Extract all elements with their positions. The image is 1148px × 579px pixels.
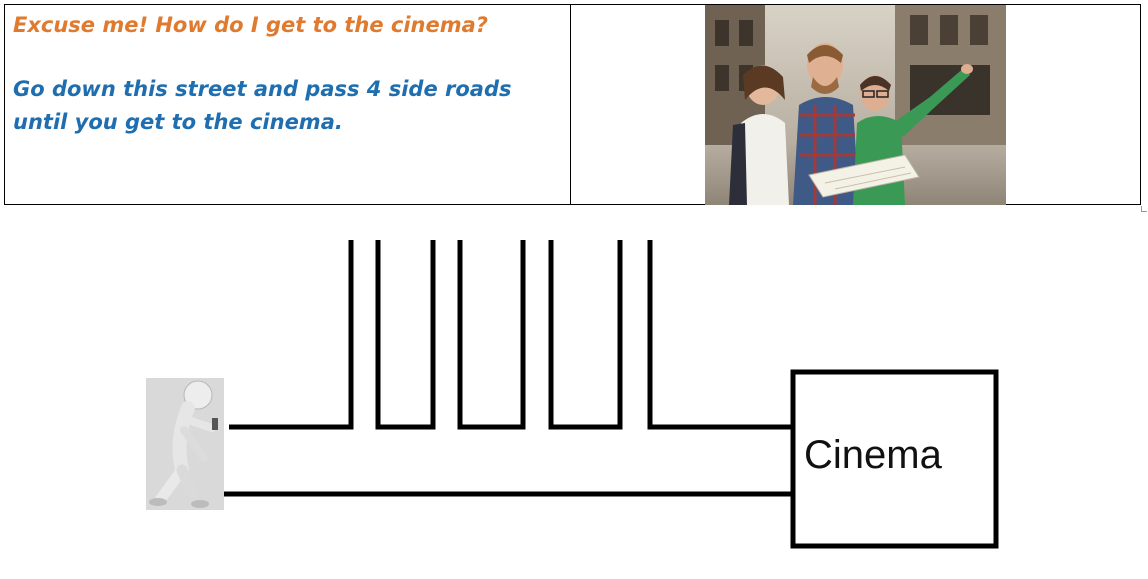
instruction-table: Excuse me! How do I get to the cinema? G… [4, 4, 1141, 205]
cinema-building [790, 369, 999, 549]
cinema-label: Cinema [804, 433, 942, 477]
main-road-upper-edge [229, 240, 792, 430]
dialogue-cell: Excuse me! How do I get to the cinema? G… [5, 5, 571, 204]
walking-person-with-phone-icon [146, 378, 224, 510]
answer-text: Go down this street and pass 4 side road… [13, 77, 512, 134]
tourists-with-map-photo [705, 5, 1006, 205]
question-text: Excuse me! How do I get to the cinema? [13, 13, 488, 37]
photo-cell [571, 5, 1140, 205]
table-resize-mark [1141, 206, 1147, 212]
